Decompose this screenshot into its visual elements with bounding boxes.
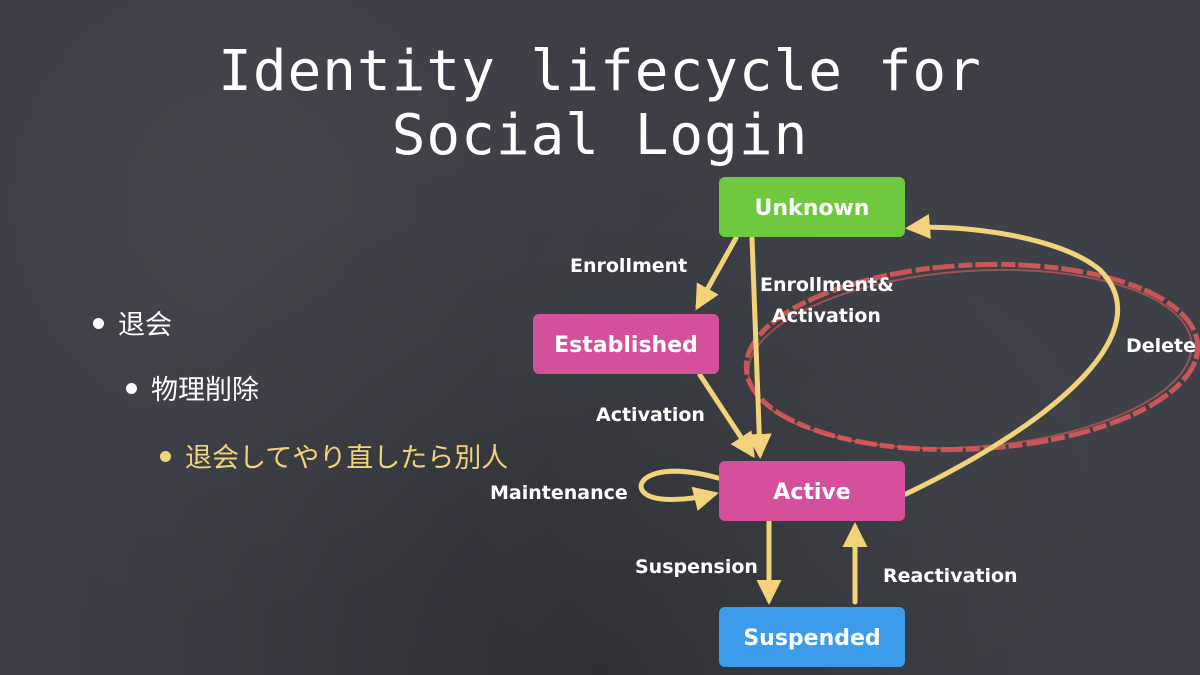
node-box — [719, 177, 905, 237]
edge-label-reactivation: Reactivation — [883, 565, 1018, 587]
edges — [638, 213, 1121, 605]
edge-activation — [697, 372, 755, 459]
edge-label-activation: Activation — [596, 404, 705, 426]
node-label: Unknown — [755, 196, 870, 221]
edge-maintenance — [638, 468, 721, 511]
highlight-ellipse — [743, 261, 1200, 453]
node-box — [533, 314, 719, 374]
bullet-level-3: 退会してやり直したら別人 — [160, 442, 508, 476]
node-box — [719, 607, 905, 667]
bullet-dot-icon — [93, 318, 104, 329]
edge-delete — [903, 213, 1121, 497]
edge-label-enrollment-activation-2: Activation — [772, 305, 881, 327]
node-box — [719, 461, 905, 521]
node-label: Active — [773, 480, 850, 505]
bullet-text: 退会 — [118, 310, 172, 341]
bullet-level-2: 物理削除 — [126, 374, 259, 408]
edge-label-enrollment-activation-1: Enrollment& — [760, 274, 894, 296]
node-label: Suspended — [743, 626, 880, 651]
edge-label-delete: Delete — [1126, 335, 1196, 357]
bullet-text: 物理削除 — [151, 375, 259, 406]
edge-enrollment-activation — [746, 235, 772, 459]
edge-label-maintenance: Maintenance — [490, 482, 628, 504]
slide-title: Identity lifecycle for Social Login — [0, 40, 1200, 168]
node-active: Active — [719, 461, 905, 521]
title-line-2: Social Login — [391, 103, 809, 168]
bullet-dot-icon — [160, 451, 171, 462]
node-established: Established — [533, 314, 719, 374]
node-suspended: Suspended — [719, 607, 905, 667]
edge-enrollment — [695, 235, 739, 311]
node-unknown: Unknown — [719, 177, 905, 237]
title-line-1: Identity lifecycle for — [218, 39, 982, 104]
edge-label-suspension: Suspension — [635, 556, 758, 578]
bullet-dot-icon — [126, 383, 137, 394]
bullet-text: 退会してやり直したら別人 — [185, 443, 509, 474]
bullet-level-1: 退会 — [93, 309, 172, 343]
edge-label-enrollment: Enrollment — [570, 255, 687, 277]
node-label: Established — [554, 333, 698, 358]
